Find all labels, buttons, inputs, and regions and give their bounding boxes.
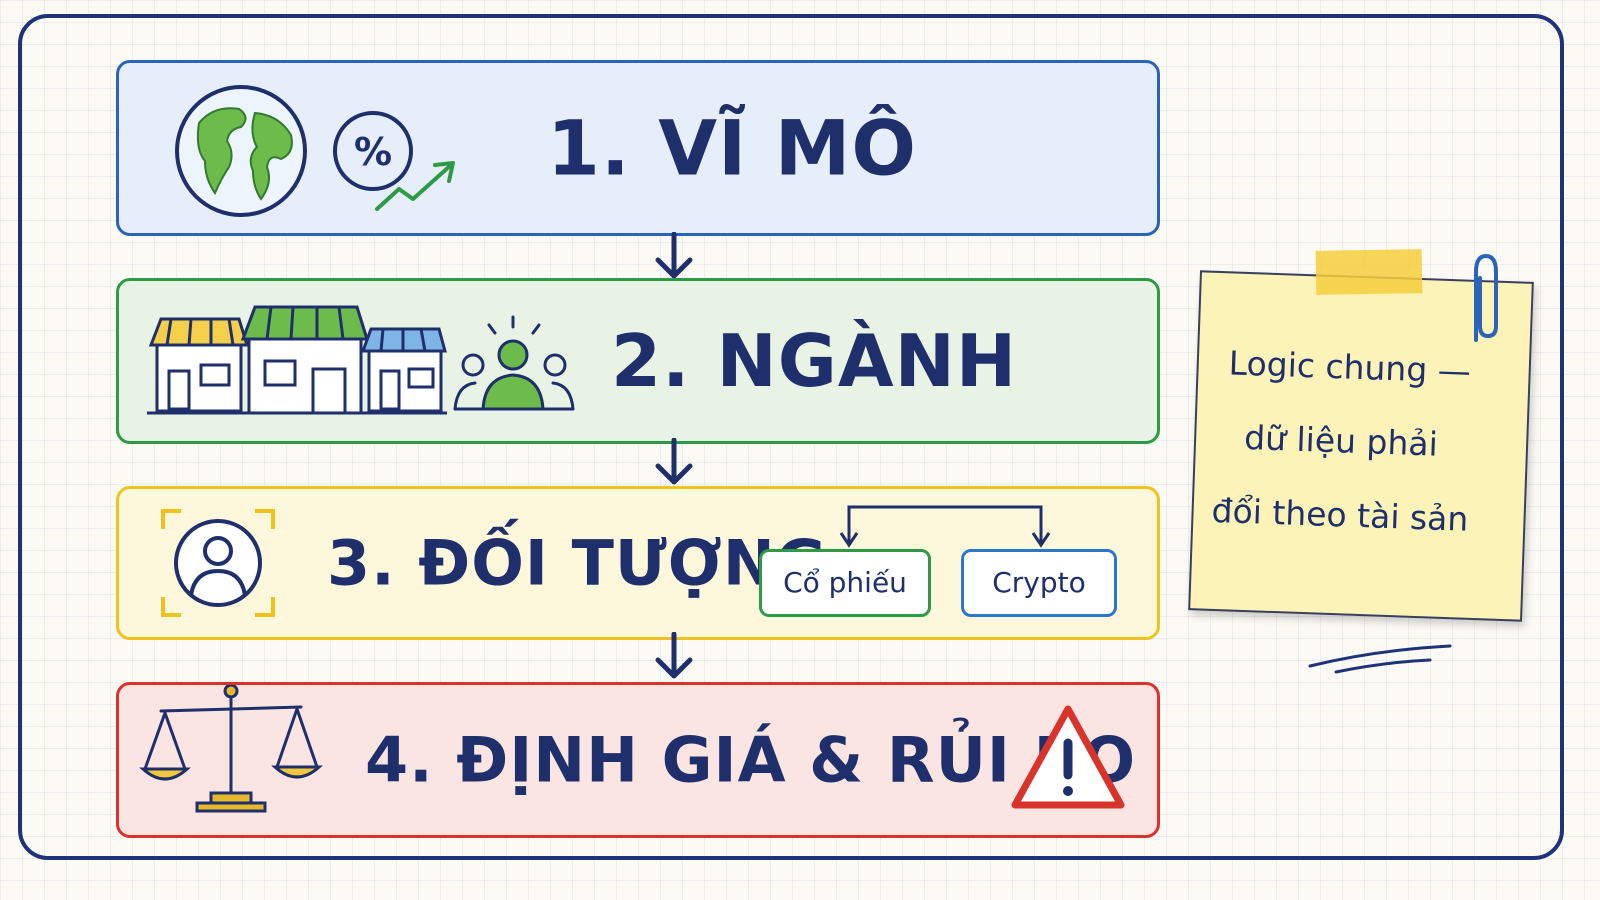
paperclip-icon: [1474, 253, 1498, 342]
note-tape: [1315, 249, 1423, 295]
user-focus-icon: [161, 509, 275, 617]
note-line: đổi theo tài sản: [1210, 490, 1469, 539]
asset-tag-crypto: Crypto: [961, 549, 1117, 617]
step-title: 4. ĐỊNH GIÁ & RỦI RO: [365, 723, 1137, 797]
step-valuation-risk: 4. ĐỊNH GIÁ & RỦI RO: [116, 682, 1160, 838]
balance-scale-icon: [139, 685, 323, 813]
people-group-icon: [453, 315, 575, 411]
storefront-icon: [147, 305, 447, 415]
asset-tag-stock: Cổ phiếu: [759, 549, 931, 617]
frame: [18, 14, 1564, 860]
step-industry: 2. NGÀNH: [116, 278, 1160, 444]
down-arrow-icon: [655, 232, 693, 279]
note-line: dữ liệu phải: [1243, 417, 1439, 464]
step-subject: 3. ĐỐI TƯỢNG Cổ phiếu Crypto: [116, 486, 1160, 640]
note-shadow-strokes: [1308, 644, 1452, 674]
globe-icon: [175, 85, 307, 217]
step-title: 2. NGÀNH: [611, 319, 1018, 403]
step-title: 1. VĨ MÔ: [547, 103, 918, 193]
bracket-connector: [839, 505, 1051, 548]
percent-growth-icon: %: [333, 111, 455, 211]
warning-icon: [1011, 705, 1125, 809]
note-line: Logic chung —: [1228, 343, 1472, 391]
step-macro: % 1. VĨ MÔ: [116, 60, 1160, 236]
down-arrow-icon: [655, 438, 693, 485]
svg-text:%: %: [354, 130, 392, 174]
step-title: 3. ĐỐI TƯỢNG: [327, 526, 828, 600]
down-arrow-icon: [655, 632, 693, 679]
